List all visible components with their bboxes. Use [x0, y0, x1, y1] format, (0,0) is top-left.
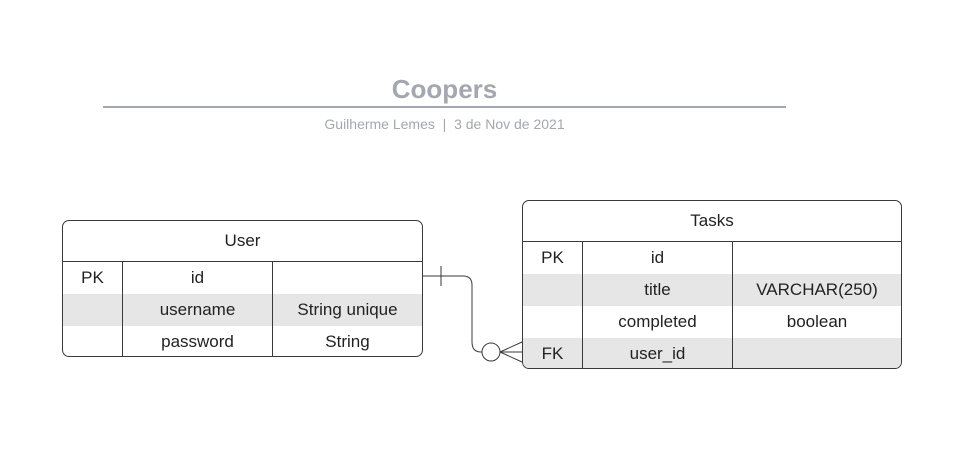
field-cell: password	[123, 326, 273, 356]
relationship-line	[423, 275, 522, 353]
key-cell: PK	[63, 262, 123, 294]
key-cell: FK	[523, 338, 583, 368]
diagram-title: Coopers	[391, 74, 498, 104]
entity-tasks-title: Tasks	[523, 201, 901, 242]
type-cell	[273, 262, 422, 294]
zero-cardinality-circle	[481, 342, 501, 362]
entity-tasks-row-title[interactable]: title VARCHAR(250)	[523, 274, 901, 306]
field-cell: title	[583, 274, 733, 306]
field-cell: id	[583, 242, 733, 274]
type-cell: String unique	[297, 300, 398, 319]
type-cell: boolean	[786, 312, 848, 331]
entity-tasks[interactable]: Tasks PK id title VARCHAR(250) completed…	[522, 200, 902, 369]
key-cell: PK	[523, 242, 583, 274]
many-cardinality-crowfoot	[499, 341, 523, 363]
entity-user-row-username[interactable]: username String unique	[63, 294, 422, 326]
key-cell	[63, 294, 123, 326]
type-cell	[733, 242, 901, 274]
entity-user-row-id[interactable]: PK id	[63, 262, 422, 294]
field-cell: username	[123, 294, 273, 326]
entity-tasks-row-user-id[interactable]: FK user_id	[523, 338, 901, 368]
title-divider	[103, 106, 786, 108]
type-cell: String	[325, 332, 370, 351]
field-cell: id	[123, 262, 273, 294]
field-cell: user_id	[583, 338, 733, 368]
field-cell: completed	[583, 306, 733, 338]
entity-tasks-row-completed[interactable]: completed boolean	[523, 306, 901, 338]
entity-tasks-row-id[interactable]: PK id	[523, 242, 901, 274]
diagram-subtitle: Guilherme Lemes | 3 de Nov de 2021	[324, 116, 565, 132]
key-cell	[523, 306, 583, 338]
type-cell: VARCHAR(250)	[756, 280, 878, 299]
entity-user-row-password[interactable]: password String	[63, 326, 422, 356]
entity-user[interactable]: User PK id username String unique passwo…	[62, 220, 423, 357]
entity-user-title: User	[63, 221, 422, 262]
key-cell	[63, 326, 123, 356]
type-cell	[733, 338, 901, 368]
key-cell	[523, 274, 583, 306]
